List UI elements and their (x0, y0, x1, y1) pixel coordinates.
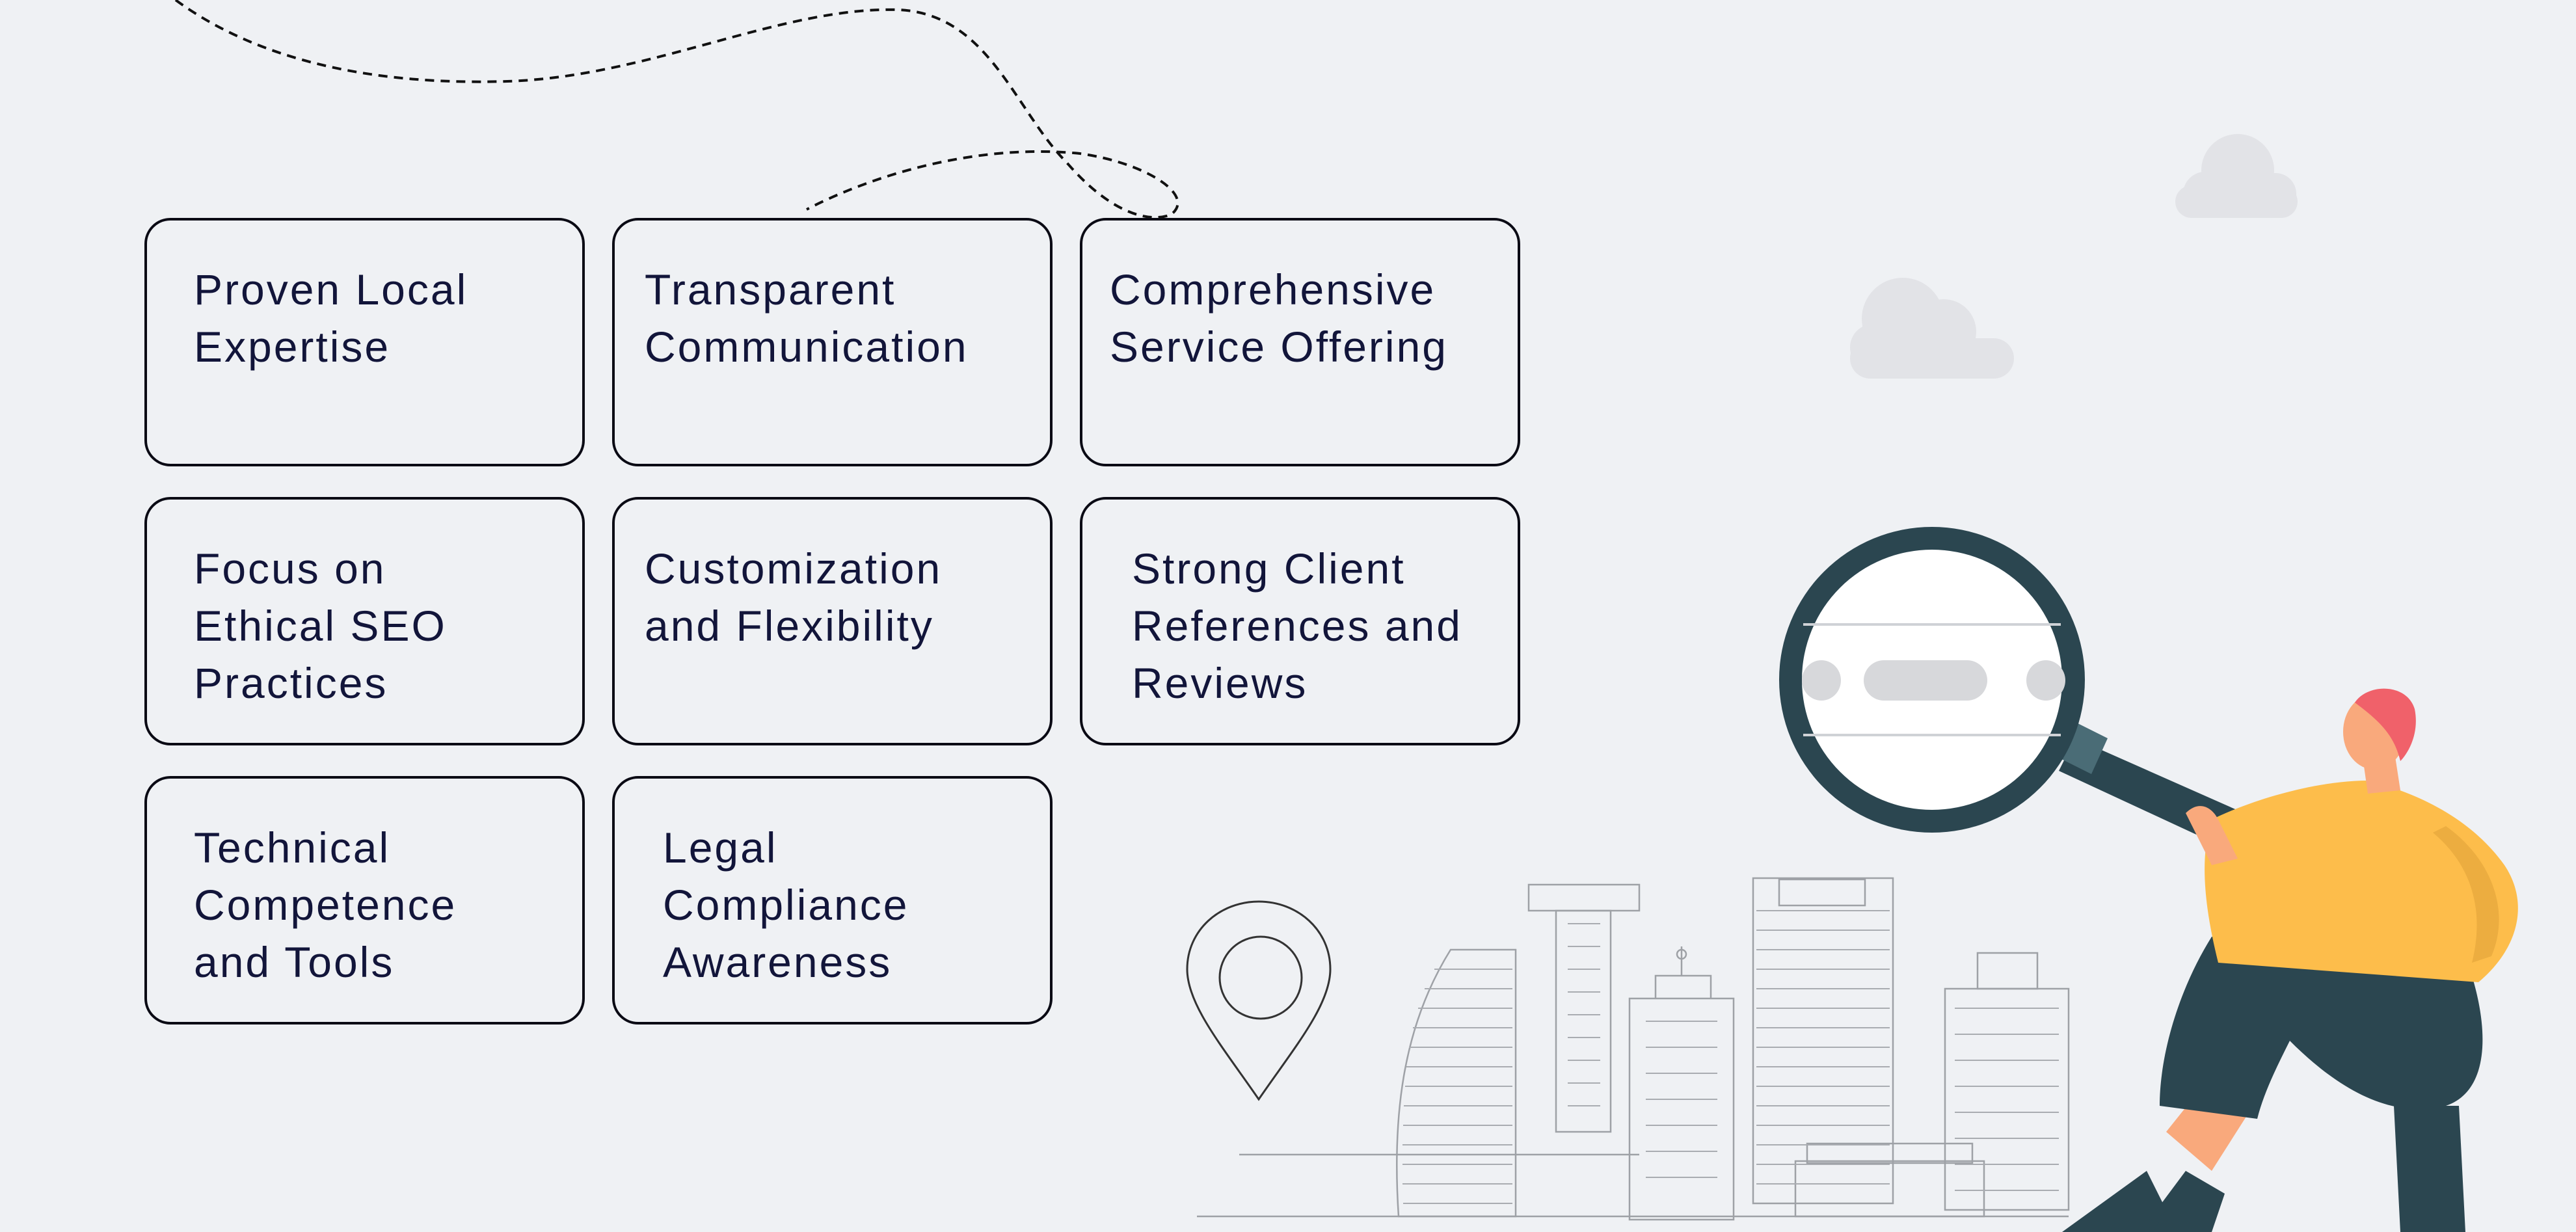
dashed-flight-path (174, 0, 1179, 219)
cloud-icon (1850, 278, 2014, 379)
feature-card-transparent-communication: Transparent Communication (612, 218, 1053, 466)
feature-card-label: Comprehensive Service Offering (1110, 265, 1448, 371)
feature-card-label: Strong Client References and Reviews (1132, 544, 1462, 707)
feature-card-label: Transparent Communication (645, 265, 969, 371)
city-skyline (1197, 877, 2070, 1221)
feature-card-proven-local-expertise: Proven Local Expertise (144, 218, 585, 466)
feature-card-label: Technical Competence and Tools (194, 824, 457, 986)
cloud-icon (2175, 134, 2298, 218)
feature-card-label: Customization and Flexibility (645, 544, 943, 650)
feature-card-label: Legal Compliance Awareness (663, 824, 909, 986)
feature-card-label: Focus on Ethical SEO Practices (194, 544, 447, 707)
feature-card-customization-flexibility: Customization and Flexibility (612, 497, 1053, 745)
magnifying-glass-icon (1779, 527, 2303, 875)
feature-card-ethical-seo-practices: Focus on Ethical SEO Practices (144, 497, 585, 745)
feature-card-technical-competence-tools: Technical Competence and Tools (144, 776, 585, 1024)
person-figure (2062, 688, 2518, 1232)
feature-card-client-references-reviews: Strong Client References and Reviews (1080, 497, 1520, 745)
feature-card-legal-compliance-awareness: Legal Compliance Awareness (612, 776, 1053, 1024)
location-pin-icon (1186, 900, 1332, 1101)
feature-card-label: Proven Local Expertise (194, 265, 468, 371)
feature-card-comprehensive-service-offering: Comprehensive Service Offering (1080, 218, 1520, 466)
skyline-windows (1402, 910, 2059, 1204)
